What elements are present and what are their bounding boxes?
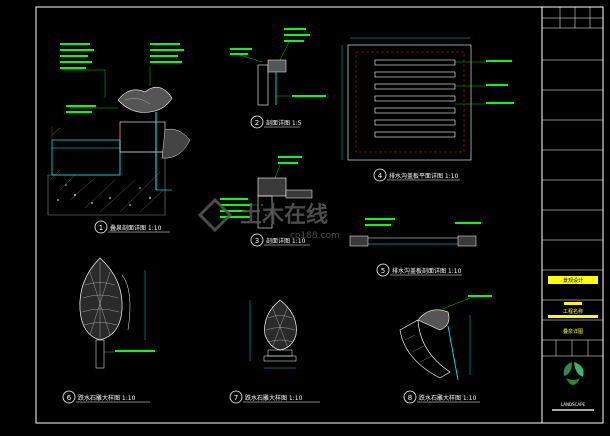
caption-3: 3 剖面详图 1:10 xyxy=(250,233,310,247)
caption-6: 6 跌水石雕大样图 1:10 xyxy=(62,390,150,404)
title-block-company: 景观设计 xyxy=(563,277,583,284)
caption-7-text: 跌水石雕大样图 1:10 xyxy=(245,394,303,402)
watermark-main-text: 土木在线 xyxy=(240,202,328,228)
caption-2-text: 剖面详图 1:5 xyxy=(266,119,302,127)
caption-4-text: 排水沟盖板平面详图 1:10 xyxy=(389,172,459,180)
caption-7: 7 跌水石雕大样图 1:10 xyxy=(229,390,320,404)
caption-8: 8 跌水石雕大样图 1:10 xyxy=(403,390,480,404)
caption-3-text: 剖面详图 1:10 xyxy=(266,237,306,245)
title-block-drawing-title: 叠泉详图 xyxy=(563,328,583,335)
title-block-project: 工程名称 xyxy=(563,308,583,315)
title-block-frame xyxy=(541,6,604,424)
caption-6-text: 跌水石雕大样图 1:10 xyxy=(78,394,136,402)
detail-6-stone-carving xyxy=(79,257,155,369)
title-block-footer: LANDSCAPE xyxy=(561,402,586,407)
caption-8-text: 跌水石雕大样图 1:10 xyxy=(419,394,477,402)
detail-2-section xyxy=(230,28,326,106)
detail-4-grate-plan xyxy=(341,37,514,161)
caption-8-number: 8 xyxy=(408,394,412,402)
caption-5-number: 5 xyxy=(381,267,385,275)
caption-6-number: 6 xyxy=(67,394,72,402)
caption-4: 4 排水沟盖板平面详图 1:10 xyxy=(373,168,460,182)
caption-5: 5 排水沟盖板剖面详图 1:10 xyxy=(376,263,462,277)
detail-7-stone-carving xyxy=(249,299,297,369)
caption-1-text: 叠泉剖面详图 1:10 xyxy=(110,224,162,232)
detail-3-section xyxy=(220,156,313,229)
caption-5-text: 排水沟盖板剖面详图 1:10 xyxy=(392,267,462,275)
caption-3-number: 3 xyxy=(255,237,259,245)
leaf-logo-icon xyxy=(563,362,584,385)
caption-1-number: 1 xyxy=(99,224,103,232)
watermark: 土木在线 co188.com xyxy=(197,197,340,241)
title-block: 景观设计 工程名称 叠泉详图 LANDSCAPE xyxy=(542,7,603,411)
detail-8-spout xyxy=(399,295,492,381)
caption-2: 2 剖面详图 1:5 xyxy=(250,115,302,129)
caption-1: 1 叠泉剖面详图 1:10 xyxy=(94,220,170,234)
caption-4-number: 4 xyxy=(378,172,383,180)
detail-5-grate-section xyxy=(349,218,481,247)
caption-7-number: 7 xyxy=(234,394,238,402)
caption-2-number: 2 xyxy=(255,119,259,127)
watermark-sub-text: co188.com xyxy=(290,231,340,241)
detail-1-cascade-section xyxy=(47,43,191,216)
